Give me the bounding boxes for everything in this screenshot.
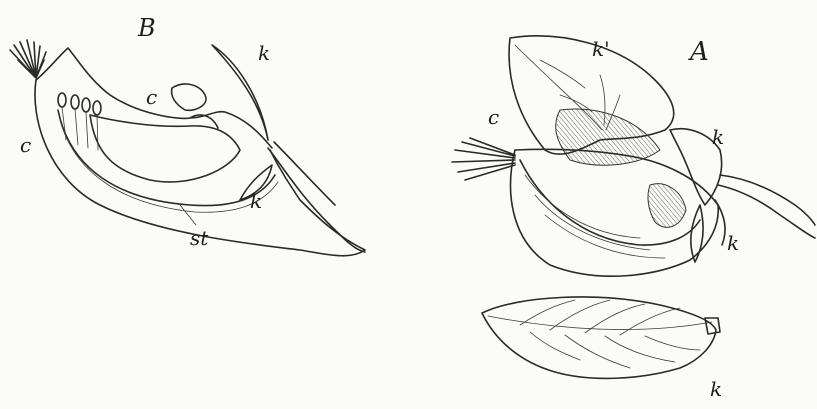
label-c-b-mid: c (146, 85, 157, 109)
stigma-brush-b (10, 40, 46, 78)
label-c-a: c (488, 105, 499, 129)
figure-b-section (10, 40, 365, 256)
label-k-b-bottom: k (250, 189, 262, 213)
label-k-petal: k (710, 377, 722, 401)
label-k-prime: k' (592, 37, 610, 61)
ovary-chamber-b (90, 115, 240, 182)
label-st: st (190, 226, 209, 250)
staminal-column-b (58, 110, 275, 206)
petal-outline-detached (482, 297, 716, 378)
stem-b (268, 148, 365, 252)
label-b: B (137, 14, 156, 42)
label-k-a-lower: k (727, 231, 739, 255)
figure-a-flower (452, 36, 815, 276)
detached-petal (482, 297, 720, 378)
anthers-b (58, 93, 101, 150)
label-k-a-right: k (712, 125, 724, 149)
stigma-brush-a (452, 138, 515, 180)
label-k-b-top: k (258, 41, 270, 65)
petal-flap-b (172, 84, 206, 110)
wing-petal-a (556, 109, 660, 165)
label-a: A (688, 37, 709, 67)
label-c-b-left: c (20, 133, 31, 157)
keel-a (511, 149, 719, 276)
